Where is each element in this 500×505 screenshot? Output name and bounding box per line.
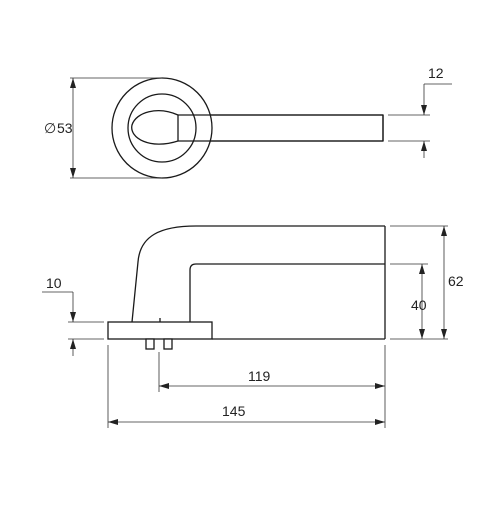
dimension-rose-diameter: ∅ 53 <box>44 77 162 179</box>
spindle-to-tip-label: 119 <box>248 368 271 384</box>
rose-outer-circle <box>111 77 213 179</box>
dimension-overall-length: 145 <box>107 345 386 428</box>
dimension-lever-inner-height: 40 <box>390 263 428 339</box>
spindle-left <box>145 338 155 350</box>
top-view <box>111 77 384 179</box>
lever-height-label: 62 <box>448 273 464 289</box>
rose-thickness-label: 10 <box>46 275 62 291</box>
spindle-right <box>163 338 173 350</box>
dimension-spindle-to-tip: 119 <box>158 345 386 392</box>
dimension-rose-thickness: 10 <box>42 275 104 356</box>
lever-inner-height-label: 40 <box>411 297 427 313</box>
lever-thickness-label: 12 <box>428 65 444 81</box>
side-view <box>107 225 386 350</box>
lever-inner-outline <box>189 263 385 322</box>
lever-root-curve <box>131 110 179 145</box>
lever-body-outline <box>131 225 385 323</box>
dimension-lever-height: 62 <box>390 225 464 340</box>
overall-length-label: 145 <box>222 403 246 419</box>
rose-plate <box>107 321 213 340</box>
rose-diameter-label: 53 <box>57 120 73 136</box>
rose-inner-circle <box>127 93 197 163</box>
dimension-lever-thickness: 12 <box>388 65 452 158</box>
diameter-symbol: ∅ <box>44 120 56 136</box>
